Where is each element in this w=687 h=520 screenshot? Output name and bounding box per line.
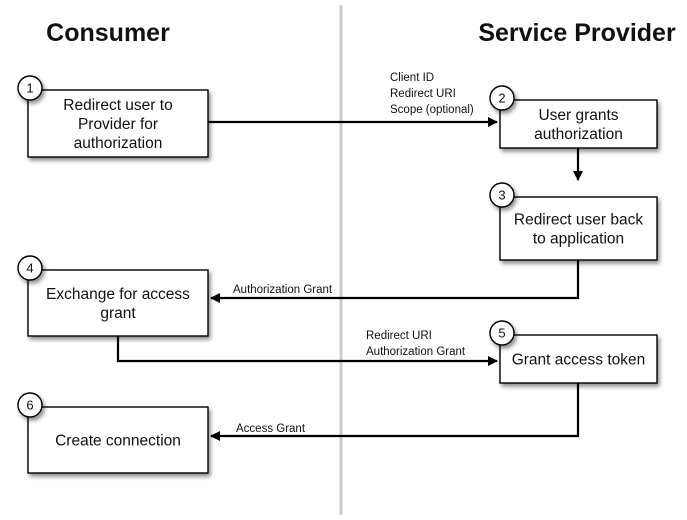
step-6-number: 6 bbox=[26, 398, 33, 413]
nodes-layer: Redirect user to Provider for authorizatio… bbox=[17, 75, 658, 474]
edge-label-1-to-2: Scope (optional) bbox=[390, 104, 474, 116]
step-1-box: Redirect user to Provider for authorizatio… bbox=[17, 75, 209, 158]
provider-column-title: Service Provider bbox=[478, 19, 676, 47]
step-1-label: authorization bbox=[74, 135, 163, 152]
step-1-number-badge bbox=[17, 75, 43, 101]
edge-label-4-to-5: Authorization Grant bbox=[366, 346, 466, 358]
step-5-rect bbox=[499, 334, 658, 384]
edges-layer: Client ID Redirect URI Scope (optional) Aut… bbox=[116, 72, 583, 441]
step-5-number: 5 bbox=[498, 326, 505, 341]
step-4-number-badge bbox=[17, 255, 43, 281]
step-1-label: Redirect user to bbox=[63, 97, 172, 114]
step-4-label: grant bbox=[100, 305, 136, 322]
step-4-label: Exchange for access bbox=[46, 286, 190, 303]
edge-label-5-to-6: Access Grant bbox=[236, 423, 306, 435]
step-2-label: User grants bbox=[538, 107, 618, 124]
edge-label-4-to-5: Redirect URI bbox=[366, 330, 432, 342]
step-5-number-badge bbox=[489, 320, 515, 346]
step-6-rect bbox=[27, 406, 209, 474]
step-1-label: Provider for bbox=[78, 116, 158, 133]
edge-label-3-to-4: Authorization Grant bbox=[233, 284, 333, 296]
step-3-label: to application bbox=[533, 231, 624, 248]
step-2-box: User grants authorization 2 bbox=[489, 85, 658, 149]
step-6-label: Create connection bbox=[55, 433, 181, 450]
step-5-label: Grant access token bbox=[512, 352, 646, 369]
consumer-column-title: Consumer bbox=[46, 19, 170, 47]
step-3-box: Redirect user back to application 3 bbox=[489, 182, 658, 261]
arrow-4-to-5 bbox=[116, 336, 498, 366]
step-1-rect bbox=[27, 89, 209, 158]
step-3-label: Redirect user back bbox=[514, 212, 643, 229]
edge-label-1-to-2: Client ID bbox=[390, 72, 434, 84]
step-2-label: authorization bbox=[534, 126, 623, 143]
step-2-number: 2 bbox=[498, 91, 505, 106]
step-2-number-badge bbox=[489, 85, 515, 111]
step-6-box: Create connection 6 bbox=[17, 392, 209, 474]
step-1-number: 1 bbox=[26, 81, 33, 96]
step-4-rect bbox=[27, 269, 209, 337]
step-4-box: Exchange for access grant 4 bbox=[17, 255, 209, 337]
edge-label-1-to-2: Redirect URI bbox=[390, 88, 456, 100]
arrow-5-to-6 bbox=[210, 383, 580, 441]
step-6-number-badge bbox=[17, 392, 43, 418]
step-3-rect bbox=[499, 196, 658, 261]
step-3-number-badge bbox=[489, 182, 515, 208]
arrow-3-to-4 bbox=[210, 260, 580, 303]
step-2-rect bbox=[499, 99, 658, 149]
step-4-number: 4 bbox=[26, 261, 33, 276]
step-3-number: 3 bbox=[498, 188, 505, 203]
step-5-box: Grant access token 5 bbox=[489, 320, 658, 384]
